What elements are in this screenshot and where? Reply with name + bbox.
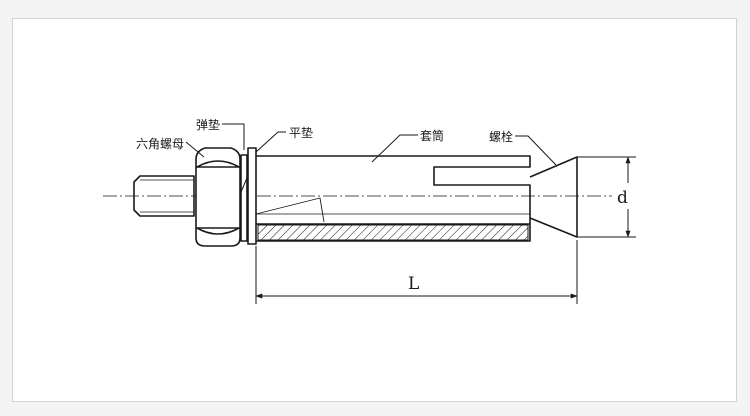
dimension-d-label: d	[617, 188, 628, 208]
dimension-d	[577, 156, 636, 238]
label-sleeve: 套筒	[420, 128, 444, 143]
bolt-cone-head	[529, 156, 578, 238]
flat-washer	[247, 147, 257, 245]
spring-washer	[240, 154, 248, 242]
leader-bolt	[515, 135, 557, 166]
label-spring-washer: 弹垫	[196, 117, 220, 132]
sleeve	[255, 155, 531, 242]
label-bolt: 螺栓	[489, 129, 513, 144]
leader-flat-washer	[255, 131, 286, 153]
sleeve-section-hatch	[257, 224, 529, 241]
dimension-L-label: L	[408, 274, 419, 294]
bolt-thread-end	[133, 175, 195, 217]
label-hex-nut: 六角螺母	[136, 137, 184, 151]
label-flat-washer: 平垫	[289, 125, 313, 140]
drawing-frame	[12, 18, 737, 402]
hex-nut	[195, 147, 241, 247]
dimension-L	[255, 240, 578, 304]
leader-spring-washer	[222, 123, 245, 150]
leader-hex-nut	[185, 141, 205, 158]
leader-sleeve	[371, 134, 418, 163]
